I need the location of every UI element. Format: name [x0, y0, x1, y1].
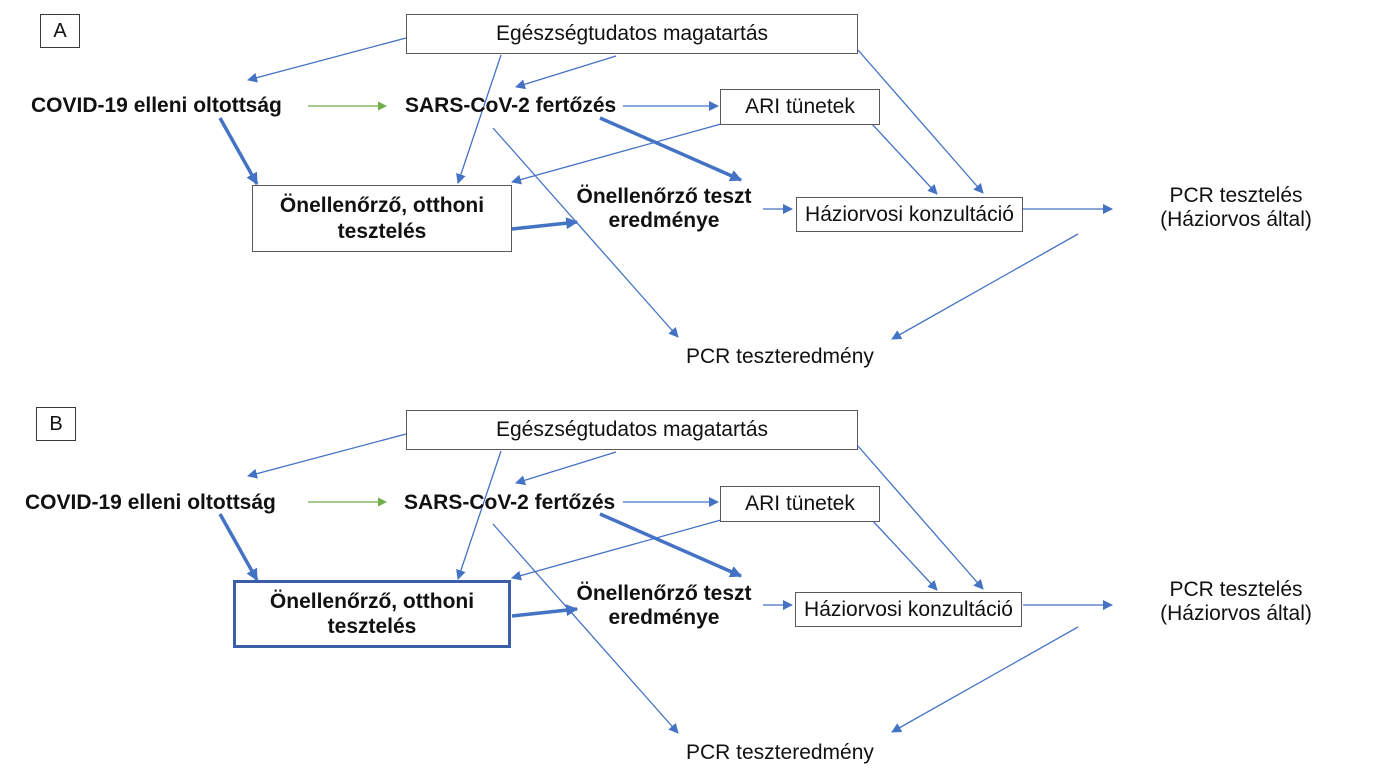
arrow-health-behavior-to-infection-a	[515, 55, 617, 90]
node-ari-symptoms-b: ARI tünetek	[720, 486, 880, 522]
node-vaccination-b: COVID-19 elleni oltottság	[25, 491, 276, 514]
node-pcr-result-b: PCR teszteredmény	[686, 741, 874, 764]
arrow-self-testing-to-self-test-result-b	[511, 604, 579, 618]
arrow-ari-symptoms-to-gp-consultation-b	[871, 519, 938, 591]
node-self-test-result-a: Önellenőrző teszt eredménye	[566, 185, 762, 233]
arrow-health-behavior-to-infection-b	[515, 451, 617, 486]
node-label-line1: Önellenőrző teszt	[576, 185, 752, 208]
arrow-health-behavior-to-vaccination-a	[247, 37, 407, 83]
node-ari-symptoms-a: ARI tünetek	[720, 89, 880, 125]
node-label: Háziorvosi konzultáció	[804, 597, 1013, 621]
node-gp-consultation-a: Háziorvosi konzultáció	[796, 197, 1023, 232]
node-label: Egészségtudatos magatartás	[496, 22, 768, 46]
arrow-ari-symptoms-to-self-testing-b	[511, 519, 722, 581]
arrow-self-testing-to-self-test-result-a	[511, 217, 579, 231]
arrow-pcr-testing-to-pcr-result-a	[891, 233, 1079, 340]
node-label-line2: tesztelés	[337, 219, 427, 243]
node-label: ARI tünetek	[745, 95, 855, 119]
node-label-line2: eredménye	[608, 209, 720, 233]
node-label: Háziorvosi konzultáció	[805, 202, 1014, 226]
arrow-ari-symptoms-to-gp-consultation-a	[871, 123, 938, 195]
node-health-behavior-b: Egészségtudatos magatartás	[406, 410, 858, 450]
node-label: Egészségtudatos magatartás	[496, 418, 768, 442]
node-label-line1: Önellenőrző, otthoni	[279, 194, 485, 218]
arrow-vaccination-to-self-testing-b	[218, 513, 259, 582]
node-pcr-testing-b: PCR tesztelés (Háziorvos által)	[1136, 578, 1336, 626]
node-self-test-result-b: Önellenőrző teszt eredménye	[566, 582, 762, 630]
node-health-behavior-a: Egészségtudatos magatartás	[406, 14, 858, 54]
node-label-line2: tesztelés	[327, 615, 417, 638]
arrow-infection-to-pcr-result-a	[492, 127, 679, 338]
arrow-infection-to-self-test-result-b	[599, 512, 743, 578]
node-pcr-result-a: PCR teszteredmény	[686, 345, 874, 368]
node-label-line1: Önellenőrző, otthoni	[269, 589, 475, 613]
node-vaccination-a: COVID-19 elleni oltottság	[31, 94, 282, 117]
node-pcr-testing-a: PCR tesztelés (Háziorvos által)	[1136, 184, 1336, 232]
node-label-line1: PCR tesztelés	[1169, 184, 1303, 207]
node-label-line1: Önellenőrző teszt	[576, 582, 752, 605]
node-self-testing-a: Önellenőrző, otthoni tesztelés	[252, 185, 512, 252]
panel-label-b: B	[36, 407, 76, 441]
node-label-line2: eredménye	[608, 606, 720, 630]
node-label-line2: (Háziorvos által)	[1160, 602, 1312, 626]
node-infection-a: SARS-CoV-2 fertőzés	[405, 94, 617, 117]
arrow-pcr-testing-to-pcr-result-b	[891, 626, 1079, 733]
arrow-health-behavior-to-self-testing-b	[456, 450, 502, 580]
arrow-health-behavior-to-vaccination-b	[247, 433, 407, 479]
arrow-infection-to-self-test-result-a	[599, 116, 743, 182]
node-label: ARI tünetek	[745, 492, 855, 516]
arrow-health-behavior-to-gp-consultation-a	[857, 49, 984, 194]
arrow-health-behavior-to-self-testing-a	[456, 54, 502, 184]
panel-label-a: A	[40, 14, 80, 48]
node-label-line1: PCR tesztelés	[1169, 578, 1303, 601]
arrow-health-behavior-to-gp-consultation-b	[857, 445, 984, 590]
arrow-infection-to-pcr-result-b	[492, 523, 679, 734]
node-gp-consultation-b: Háziorvosi konzultáció	[795, 592, 1022, 627]
node-infection-b: SARS-CoV-2 fertőzés	[404, 491, 616, 514]
arrow-ari-symptoms-to-self-testing-a	[511, 123, 722, 185]
arrow-vaccination-to-self-testing-a	[218, 117, 259, 186]
node-self-testing-b: Önellenőrző, otthoni tesztelés	[233, 580, 511, 648]
node-label-line2: (Háziorvos által)	[1160, 208, 1312, 232]
